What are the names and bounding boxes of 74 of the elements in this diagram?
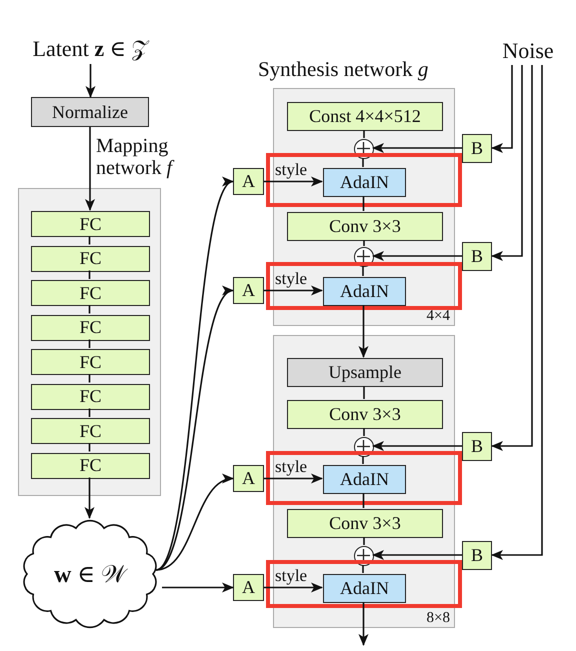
arrow <box>358 602 368 646</box>
affine-box: B <box>462 134 492 162</box>
connector-line <box>362 565 364 573</box>
connector-line <box>362 456 364 464</box>
connector-line <box>362 493 364 508</box>
layer-box: FC <box>31 349 150 375</box>
connector-line <box>363 537 365 545</box>
affine-box: A <box>233 168 264 195</box>
arrow <box>372 441 462 451</box>
connector-line <box>363 240 365 246</box>
arrow <box>264 286 323 296</box>
edge-label: style <box>274 160 308 178</box>
arrow <box>264 176 323 186</box>
adain-box: AdaIN <box>323 277 406 306</box>
input-label: Noise <box>502 38 554 64</box>
connector-line <box>362 158 364 167</box>
input-label: Latent z ∈ 𝒵 <box>32 36 148 62</box>
layer-box: Conv 3×3 <box>287 509 443 538</box>
connector-line <box>88 443 90 452</box>
arrow <box>491 65 513 153</box>
layer-box: FC <box>31 211 150 237</box>
edge-label: style <box>274 458 308 474</box>
layer-box: FC <box>31 246 150 272</box>
arrow <box>162 582 234 592</box>
edge-label: style <box>274 270 308 286</box>
arrow <box>372 251 462 261</box>
layer-box: FC <box>31 452 150 478</box>
adain-box: AdaIN <box>323 465 406 494</box>
layer-box: Normalize <box>31 97 149 127</box>
layer-box: FC <box>31 418 150 444</box>
arrow <box>491 65 533 451</box>
connector-line <box>362 196 364 211</box>
arrow <box>264 474 323 484</box>
resolution-label: 8×8 <box>426 610 450 626</box>
arrow <box>491 65 543 560</box>
network-panel <box>273 335 455 628</box>
connector-line <box>88 408 90 417</box>
connector-line <box>363 386 365 399</box>
arrow <box>85 127 95 211</box>
layer-box: FC <box>31 314 150 340</box>
connector-line <box>88 305 90 314</box>
edge-label: style <box>274 566 308 584</box>
affine-box: B <box>462 432 492 460</box>
connector-line <box>88 236 90 244</box>
arrow <box>358 305 368 358</box>
adain-box: AdaIN <box>323 574 406 603</box>
connector-line <box>362 266 364 276</box>
arrow <box>84 478 94 519</box>
arrow <box>372 143 462 153</box>
connector-line <box>88 340 90 348</box>
layer-box: Conv 3×3 <box>287 212 443 241</box>
arrow <box>264 582 323 592</box>
affine-box: A <box>233 465 264 492</box>
arrow <box>372 550 462 560</box>
arrow <box>491 65 523 261</box>
affine-box: A <box>233 277 264 304</box>
connector-line <box>88 270 90 279</box>
connector-line <box>363 130 365 138</box>
layer-box: FC <box>31 280 150 306</box>
adain-box: AdaIN <box>323 168 406 197</box>
layer-box: Conv 3×3 <box>287 400 443 429</box>
network-title: Mapping network f <box>96 135 176 179</box>
affine-box: A <box>233 574 264 601</box>
affine-box: B <box>462 540 492 570</box>
connector-line <box>88 374 90 382</box>
affine-box: B <box>462 242 492 270</box>
resolution-label: 4×4 <box>426 308 450 324</box>
layer-box: FC <box>31 384 150 410</box>
connector-line <box>363 428 365 436</box>
layer-box: Const 4×4×512 <box>287 102 443 131</box>
arrow <box>86 64 96 98</box>
layer-box: Upsample <box>287 358 443 387</box>
network-title: Synthesis network g <box>258 58 428 82</box>
latent-label: w ∈ 𝒲 <box>54 560 126 588</box>
